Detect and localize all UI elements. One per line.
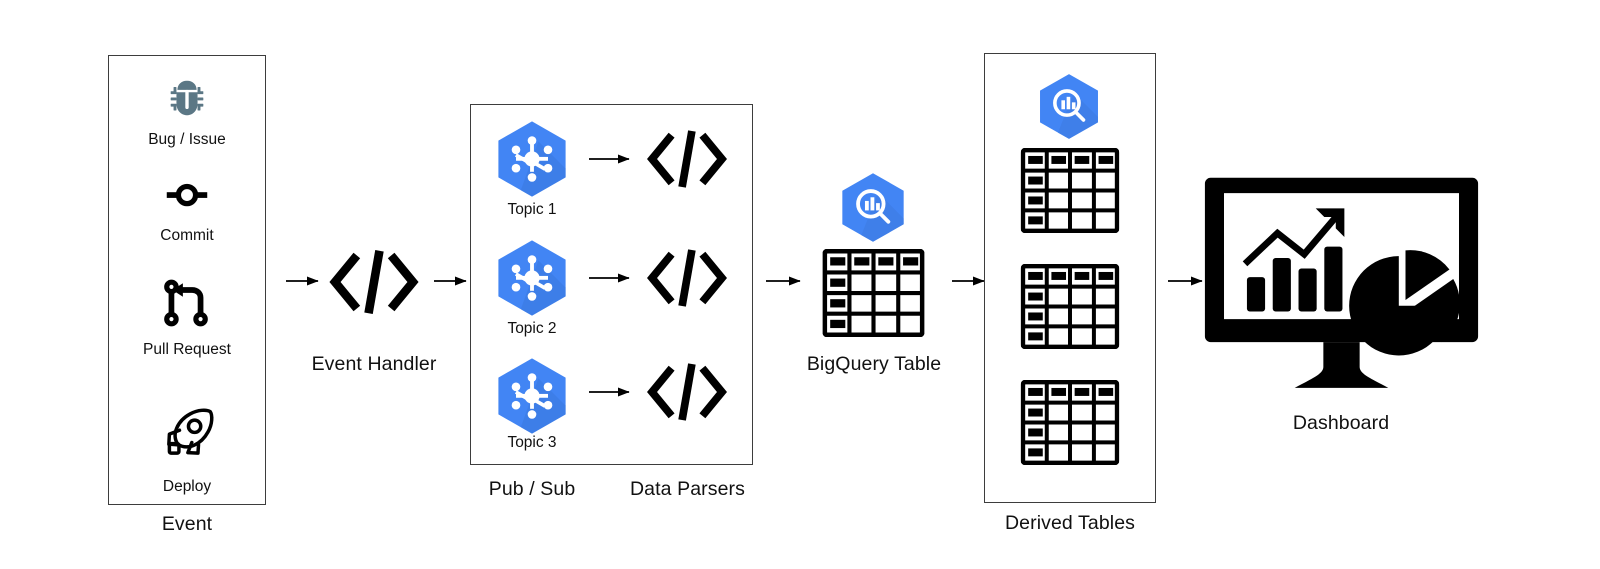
data-parser-code-brackets-icon-2 bbox=[637, 243, 737, 313]
connector-topic-2-to-parser-2 bbox=[589, 273, 630, 283]
topic-label-3: Topic 3 bbox=[507, 434, 557, 451]
bigquery-table-icon bbox=[804, 249, 943, 337]
monitor-dashboard-icon bbox=[1203, 170, 1480, 390]
derived-table-icon-2 bbox=[1003, 264, 1137, 349]
connector-event-to-handler bbox=[286, 276, 319, 286]
bug-icon bbox=[163, 74, 211, 122]
pubsub-caption: Pub / Sub bbox=[488, 478, 576, 500]
pubsub-hexagon-icon-topic-1 bbox=[489, 119, 575, 199]
topic-label-2: Topic 2 bbox=[507, 320, 557, 337]
event-caption: Event bbox=[161, 513, 213, 535]
connector-bigquery-to-derived bbox=[952, 276, 985, 286]
bigquery-hexagon-icon bbox=[834, 171, 912, 244]
derived-table-icon-3 bbox=[1003, 380, 1137, 465]
connector-handler-to-pubsub bbox=[434, 276, 467, 286]
data-parser-code-brackets-icon-3 bbox=[637, 357, 737, 427]
pull-request-icon bbox=[160, 272, 212, 334]
connector-parsers-to-bigquery bbox=[766, 276, 801, 286]
rocket-icon bbox=[161, 405, 217, 461]
event-item-label-commit: Commit bbox=[160, 227, 214, 244]
pubsub-hexagon-icon-topic-3 bbox=[489, 356, 575, 436]
event-handler-caption: Event Handler bbox=[311, 353, 437, 375]
event-handler-code-brackets-icon bbox=[318, 243, 430, 321]
commit-icon bbox=[158, 180, 216, 224]
event-item-label-deploy: Deploy bbox=[162, 478, 212, 495]
event-item-label-bug: Bug / Issue bbox=[148, 131, 226, 148]
event-item-label-pull-request: Pull Request bbox=[143, 341, 231, 358]
connector-topic-3-to-parser-3 bbox=[589, 387, 630, 397]
topic-label-1: Topic 1 bbox=[507, 201, 557, 218]
derived-tables-caption: Derived Tables bbox=[1004, 512, 1136, 534]
pubsub-hexagon-icon-topic-2 bbox=[489, 238, 575, 318]
derived-tables-bigquery-hexagon-icon bbox=[1032, 72, 1106, 141]
derived-table-icon-1 bbox=[1003, 148, 1137, 233]
data-parser-code-brackets-icon-1 bbox=[637, 124, 737, 194]
bigquery-table-caption: BigQuery Table bbox=[806, 353, 942, 375]
event-group-box bbox=[108, 55, 266, 505]
dashboard-caption: Dashboard bbox=[1292, 412, 1390, 434]
connector-topic-1-to-parser-1 bbox=[589, 154, 630, 164]
data-parsers-caption: Data Parsers bbox=[630, 478, 745, 500]
connector-derived-to-dashboard bbox=[1168, 276, 1203, 286]
